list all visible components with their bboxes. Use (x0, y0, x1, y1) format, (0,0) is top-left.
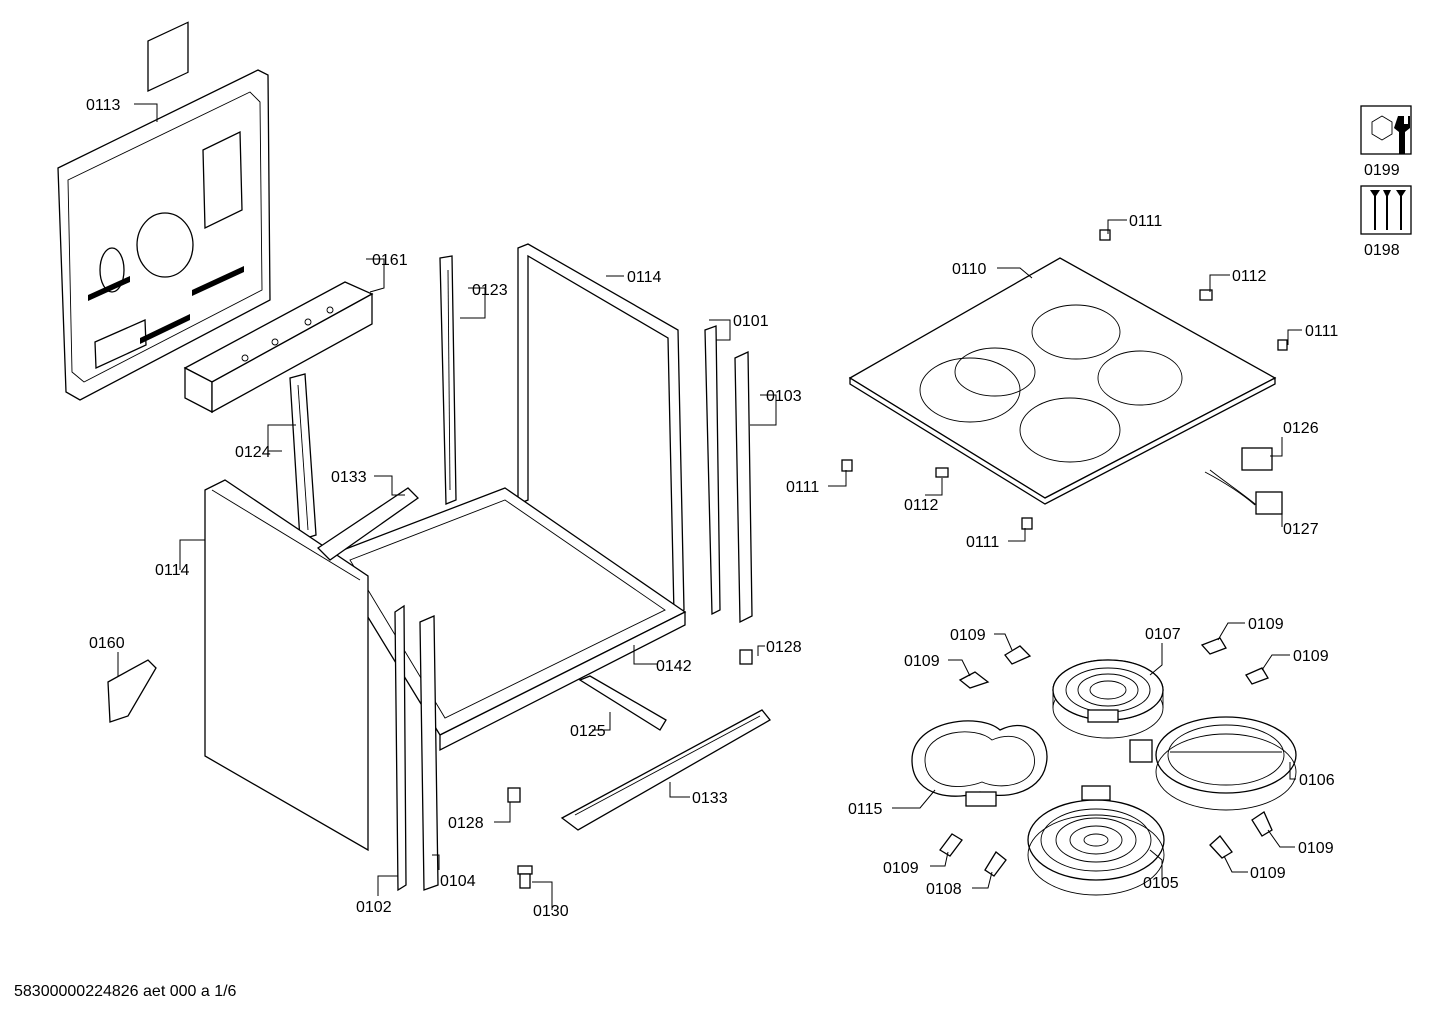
callout-0109-f: 0109 (1298, 840, 1334, 857)
part-cable-0127 (1204, 469, 1283, 515)
callout-labels: 0113 0161 0123 0114 0101 0103 0124 0133 … (86, 97, 1400, 920)
callout-0199: 0199 (1364, 162, 1400, 179)
part-limiter-0126 (1241, 447, 1273, 471)
part-clip-0108 (984, 851, 1007, 877)
callout-0111-right: 0111 (1305, 323, 1338, 340)
part-side-panel (204, 479, 369, 852)
callout-0133-top: 0133 (331, 469, 367, 486)
part-crossbar-top (316, 487, 420, 561)
leader-lines (117, 103, 1302, 910)
part-clip-0111-left (841, 459, 853, 472)
part-heater-0115 (911, 720, 1048, 807)
screws-icon (1360, 185, 1412, 235)
part-clip-0109-a (1004, 645, 1032, 665)
part-clip-0111-right (1277, 339, 1288, 351)
part-clip-0109-f (1251, 811, 1273, 837)
part-ceramic-cooktop (848, 257, 1277, 505)
part-rail-0101 (704, 325, 721, 616)
part-heater-0105 (1027, 785, 1165, 896)
callout-0106: 0106 (1299, 772, 1335, 789)
callout-0108: 0108 (926, 881, 962, 898)
part-clip-0109-e (939, 833, 963, 857)
part-clip-0109-d (958, 671, 990, 689)
callout-0133-bottom: 0133 (692, 790, 728, 807)
part-rail-0123 (439, 255, 457, 505)
part-bracket-0125 (578, 675, 667, 731)
callout-0125: 0125 (570, 723, 606, 740)
callout-0109-a: 0109 (950, 627, 986, 644)
callout-0127: 0127 (1283, 521, 1319, 538)
callout-0109-e: 0109 (883, 860, 919, 877)
part-rail-0102 (394, 604, 407, 892)
callout-0104: 0104 (440, 873, 476, 890)
callout-0109-b: 0109 (1248, 616, 1284, 633)
part-crossbar-bottom (560, 709, 771, 831)
part-heater-0106 (1129, 716, 1297, 811)
callout-0124: 0124 (235, 444, 271, 461)
callout-0114-side: 0114 (155, 562, 190, 579)
part-rail-0103 (734, 350, 753, 624)
part-clip-0128-bottom (507, 787, 521, 803)
part-rail-0104 (419, 615, 439, 891)
part-clip-0109-g (1209, 835, 1233, 859)
callout-0198: 0198 (1364, 242, 1400, 259)
callout-0101: 0101 (733, 313, 769, 330)
part-heater-0107 (1052, 659, 1164, 739)
callout-0109-d: 0109 (904, 653, 940, 670)
callout-0115: 0115 (848, 801, 883, 818)
callout-0142: 0142 (656, 658, 692, 675)
callout-0107: 0107 (1145, 626, 1181, 643)
part-clip-0112-bottom (935, 467, 949, 478)
callout-0160: 0160 (89, 635, 125, 652)
part-clip-0109-b (1200, 637, 1227, 655)
callout-0161: 0161 (372, 252, 408, 269)
callout-0102: 0102 (356, 899, 392, 916)
document-id: 58300000224826 aet 000 a 1/6 (14, 983, 237, 1000)
callout-0128-bottom: 0128 (448, 815, 484, 832)
callout-0112-top: 0112 (1232, 268, 1267, 285)
part-bracket-0160 (107, 659, 157, 723)
part-clip-0112-top (1199, 289, 1213, 301)
callout-0110: 0110 (952, 261, 987, 278)
part-foot-0130 (517, 865, 533, 889)
part-clip-0128-right (739, 649, 753, 665)
callout-0113: 0113 (86, 97, 121, 114)
callout-0112-bottom: 0112 (904, 497, 939, 514)
wrench-icon (1360, 105, 1412, 155)
callout-0123: 0123 (472, 282, 508, 299)
callout-0103: 0103 (766, 388, 802, 405)
callout-0114-back: 0114 (627, 269, 662, 286)
callout-0126: 0126 (1283, 420, 1319, 437)
callout-0111-left: 0111 (786, 479, 819, 496)
part-clip-0109-c (1245, 667, 1269, 685)
part-rail-0124 (289, 373, 317, 541)
part-clip-0111-bottom (1021, 517, 1033, 530)
callout-0130: 0130 (533, 903, 569, 920)
part-back-panel (57, 21, 271, 401)
part-base-tray (329, 487, 687, 752)
callout-0109-c: 0109 (1293, 648, 1329, 665)
callout-0128-right: 0128 (766, 639, 802, 656)
part-clip-0111-top (1099, 229, 1111, 241)
callout-0105: 0105 (1143, 875, 1179, 892)
callout-0111-top: 0111 (1129, 213, 1162, 230)
callout-0111-bottom: 0111 (966, 534, 999, 551)
callout-0109-g: 0109 (1250, 865, 1286, 882)
part-air-duct (183, 281, 374, 414)
